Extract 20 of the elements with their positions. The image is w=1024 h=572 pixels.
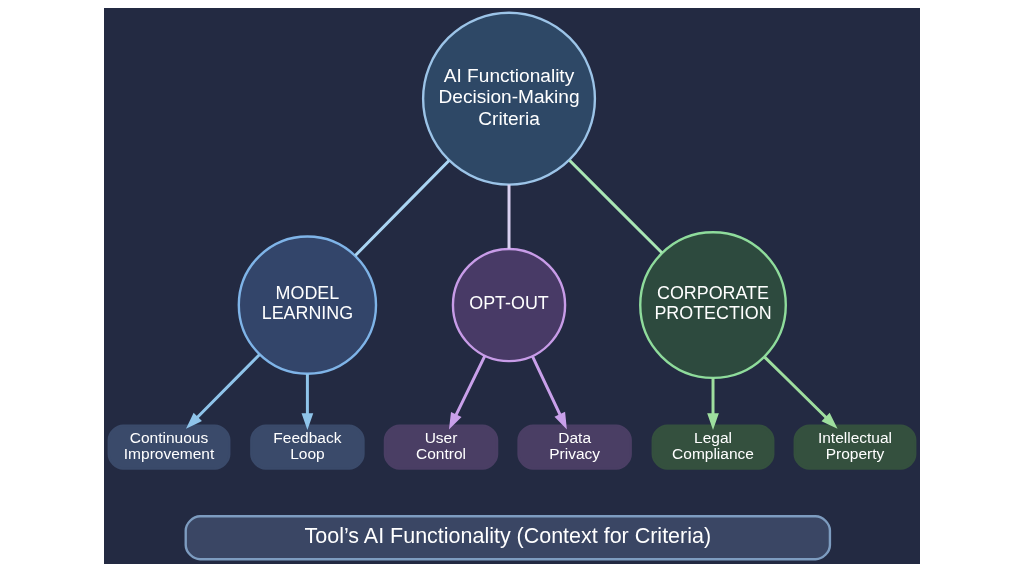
arrow — [448, 355, 487, 430]
node-box: Tool’s AI Functionality (Context for Criteria) — [184, 515, 832, 561]
node-box: Feedback Loop — [250, 424, 365, 470]
node-circle: OPT-OUT — [451, 247, 567, 363]
node-circle: CORPORATE PROTECTION — [639, 231, 787, 380]
connector — [507, 184, 511, 249]
node-box: Legal Compliance — [651, 424, 775, 470]
arrow — [186, 353, 261, 429]
node-box: Data Privacy — [517, 424, 632, 470]
node-circle: AI Functionality Decision-Making Criteria — [421, 11, 597, 186]
arrow — [531, 355, 567, 430]
node-box: Continuous Improvement — [107, 424, 231, 470]
connector — [354, 159, 451, 257]
node-box: User Control — [383, 424, 499, 470]
node-box: Intellectual Property — [793, 424, 917, 470]
arrow — [707, 378, 719, 430]
arrow — [763, 356, 838, 429]
arrow — [301, 374, 314, 430]
node-circle: MODEL LEARNING — [237, 235, 378, 375]
connector — [568, 159, 663, 254]
